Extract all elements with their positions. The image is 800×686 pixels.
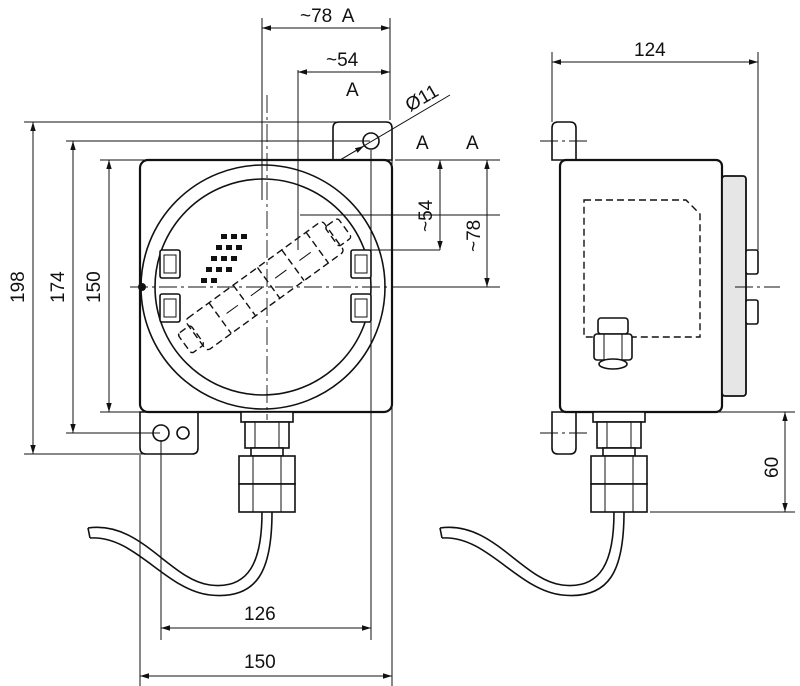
front-cable bbox=[87, 511, 263, 587]
clamp-tab-right-upper bbox=[350, 249, 372, 279]
dim-height-60: 60 bbox=[762, 457, 783, 478]
front-cable-gland bbox=[238, 411, 296, 513]
clamp-tab-left-lower bbox=[159, 293, 181, 323]
side-view bbox=[439, 121, 780, 597]
section-mark-a-top: A bbox=[346, 80, 359, 101]
dim-height-174: 174 bbox=[48, 271, 69, 303]
dim-approx-78-top: ~78 A bbox=[300, 6, 355, 27]
clamp-tab-right-lower bbox=[350, 293, 372, 323]
terminal-strip-hidden bbox=[177, 218, 352, 354]
front-view bbox=[87, 121, 394, 597]
side-cable bbox=[439, 511, 615, 587]
side-lid-flange bbox=[721, 175, 747, 397]
dim-approx-54-top: ~54 bbox=[326, 50, 359, 71]
dim-approx-54-vert: ~54 bbox=[416, 199, 437, 232]
dim-width-150: 150 bbox=[244, 652, 276, 673]
dim-height-198: 198 bbox=[8, 271, 29, 303]
bottom-lug-hole-2 bbox=[176, 426, 190, 440]
side-cable-gland bbox=[590, 411, 648, 513]
section-mark-a-right-1: A bbox=[416, 133, 429, 154]
clamp-tab-left-upper bbox=[159, 249, 181, 279]
terminal-contacts bbox=[201, 234, 247, 283]
section-mark-a-right-2: A bbox=[466, 133, 479, 154]
dim-height-150: 150 bbox=[84, 271, 105, 303]
dim-approx-78-vert: ~78 bbox=[464, 220, 485, 252]
dim-width-124: 124 bbox=[634, 40, 666, 61]
dimension-lines bbox=[24, 18, 795, 686]
side-small-gland bbox=[593, 317, 633, 370]
dim-width-126: 126 bbox=[244, 604, 276, 625]
